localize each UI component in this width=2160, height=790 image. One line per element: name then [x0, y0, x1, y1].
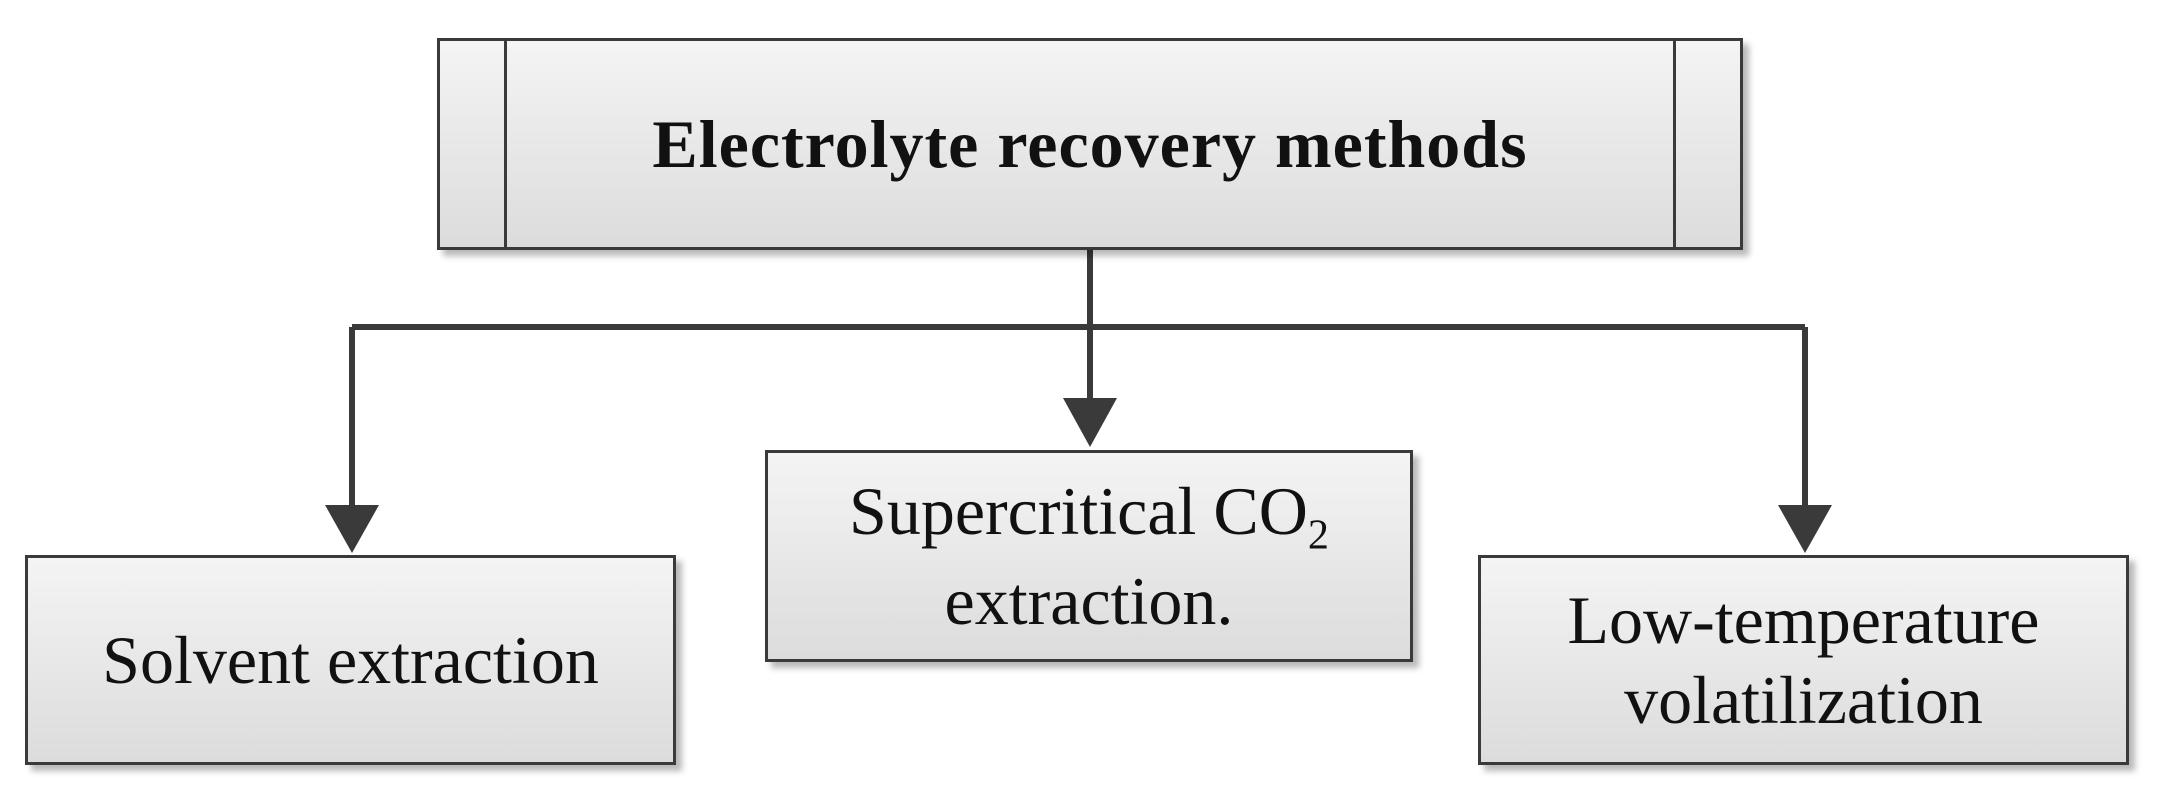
- root-node-box: Electrolyte recovery methods: [437, 38, 1743, 250]
- method-label-supercritical-co2-line2: extraction.: [944, 562, 1234, 639]
- method-box-supercritical-co2: Supercritical CO2 extraction.: [765, 450, 1413, 662]
- method-label-low-temperature-line2: volatilization: [1624, 662, 1983, 738]
- method-label-solvent-extraction: Solvent extraction: [102, 621, 599, 698]
- root-node-label: Electrolyte recovery methods: [652, 105, 1528, 182]
- method-box-solvent-extraction: Solvent extraction: [25, 555, 676, 765]
- arrowhead-right-icon: [1778, 505, 1832, 553]
- method-label-supercritical-co2-line1: Supercritical CO2: [849, 473, 1329, 559]
- root-box-left-bar: [504, 41, 507, 247]
- arrowhead-center-icon: [1063, 398, 1117, 447]
- arrowhead-left-icon: [325, 505, 379, 553]
- method-box-low-temperature-volatilization: Low-temperature volatilization: [1478, 555, 2129, 765]
- root-box-right-bar: [1673, 41, 1676, 247]
- method-label-low-temperature-line1: Low-temperature: [1567, 581, 2040, 658]
- subscript-2: 2: [1307, 511, 1329, 559]
